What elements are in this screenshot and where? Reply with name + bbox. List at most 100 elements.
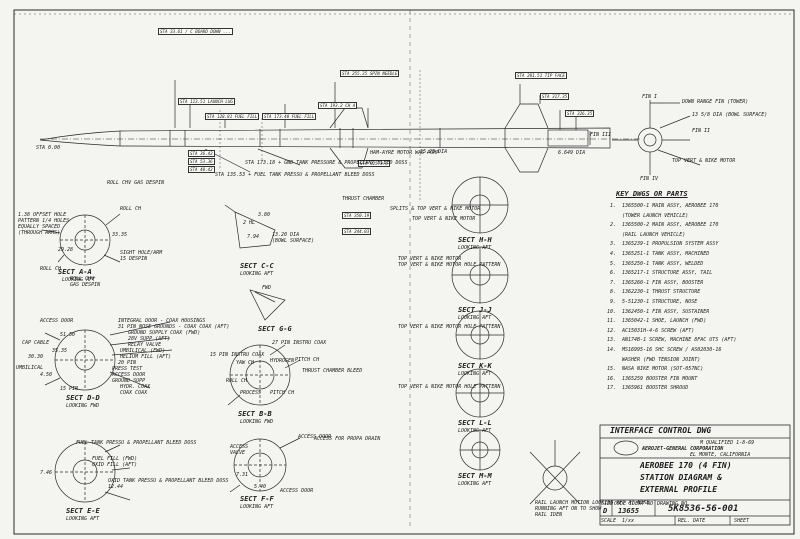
- sect-jj-sub: LOOKING AFT: [458, 315, 492, 321]
- motor-label: HAM-AYRE MOTOR WAS PUMP: [370, 150, 440, 156]
- key-dwg-item: WASHER (FWD TENSION JOINT): [604, 357, 700, 363]
- section-note-aa: 33.35: [112, 232, 128, 238]
- key-dwg-item-number: 1.: [609, 203, 616, 209]
- section-note-mm: RUNNING AFT ON TO SHOW: [535, 506, 602, 512]
- section-note-aa: ROLL CHV: [70, 276, 95, 282]
- key-dwg-item-number: 17.: [606, 385, 616, 392]
- fuel-tank-bleed-note: STA 135.53 + FUEL TANK PRESSU & PROPELLA…: [215, 172, 375, 178]
- fin-view-label-1: DOWN RANGE FIN (TOWER): [682, 99, 749, 105]
- key-dwg-item: 2. 1365500-2 MAIN ASSY, AEROBEE 170: [604, 222, 718, 228]
- company-name: AEROJET-GENERAL CORPORATION: [642, 446, 724, 452]
- section-note-dd: COAX COAX: [120, 390, 148, 396]
- sect-mm-title: SECT M-M: [458, 472, 492, 480]
- approval-note: M QUALIFIED 1-8-69: [700, 440, 755, 446]
- section-note-ee: OXID TANK PRESSU & PROPELLANT BLEED DOSS: [108, 478, 229, 484]
- section-note-aa: ROLL CH: [40, 266, 62, 272]
- sect-ee-sub: LOOKING AFT: [66, 516, 100, 522]
- key-dwg-item-text: 1365260-1 FIN ASSY, BOOSTER: [622, 279, 704, 286]
- section-note-hh: SPLITS & TOP VERT & NIKE MOTOR: [390, 206, 481, 212]
- key-dwg-item-number: 2.: [609, 222, 616, 229]
- section-note-cc: 13.20 DIA: [272, 232, 300, 238]
- fin-view-label-2: 13 5/8 DIA (BOWL SURFACE): [692, 112, 768, 118]
- section-note-aa: 1.38 OFFSET HOLE: [18, 212, 67, 218]
- key-dwg-item: (RAIL LAUNCH VEHICLE): [604, 232, 685, 238]
- section-ff-geometry: [229, 437, 301, 493]
- section-note-ee: 12.44: [108, 484, 124, 490]
- section-note-mm: RAIL LAUNCH MOTION LOOKING AFT AT NIKE: [535, 500, 650, 506]
- section-note-dd: 35.35: [52, 348, 68, 354]
- section-note-dd: 30.30: [28, 354, 44, 360]
- sta-callout-2: STA 113.51 LAUNCH LUG: [178, 98, 235, 105]
- sta-325-label: STA 325.3.6: [358, 160, 390, 167]
- section-note-cc: (BOWL SURFACE): [272, 238, 315, 244]
- section-ll-geometry: [455, 368, 505, 418]
- key-dwgs-title: KEY DWGS OR PARTS: [616, 190, 688, 198]
- key-dwg-item-text: 1365042-1 SHOE, LAUNCH (FWD): [622, 318, 707, 325]
- section-note-cc: FWD: [262, 285, 272, 291]
- key-dwg-item-number: 6.: [609, 270, 616, 277]
- section-note-ff: ACCESS DOOR: [280, 488, 314, 494]
- section-note-dd: 51.50: [60, 332, 76, 338]
- rail-launch-view-geometry: [529, 440, 581, 505]
- section-note-aa: 15 DESPIN: [120, 256, 148, 262]
- key-dwg-item: 16.1365259 BOOSTER FIN MOUNT: [604, 376, 697, 382]
- key-dwg-item-number: 7.: [609, 279, 616, 286]
- fin-view-title: FIN I: [642, 94, 658, 100]
- key-dwg-item: 13.AN174B-1 SCREW, MACHINE 8FAC UTS (AFT…: [604, 337, 736, 343]
- section-note-dd: RELAY VALVE: [128, 342, 162, 348]
- sect-bb-sub: LOOKING FWD: [240, 419, 274, 425]
- section-note-dd: HYDR. COAX: [120, 384, 151, 390]
- section-note-aa: PATTERN 1/4 HOLES: [18, 218, 70, 224]
- section-note-bb: PITCH CH: [270, 390, 295, 396]
- key-dwg-item-text: 1365500-2 MAIN ASSY, AEROBEE 170: [622, 222, 719, 229]
- code-ident-value: 13655: [618, 507, 640, 515]
- key-dwg-item: 10.1362450-1 FIN ASSY, SUSTAINER: [604, 309, 709, 315]
- section-note-ee: OXID FILL (AFT): [92, 462, 138, 468]
- key-dwg-item: 8.1362230-1 THRUST STRUCTURE: [604, 289, 700, 295]
- thrust-chamber-label: THRUST CHAMBER: [342, 196, 385, 202]
- key-dwg-item-number: 12.: [606, 327, 616, 334]
- section-note-dd: 4.50: [40, 372, 53, 378]
- key-dwg-item-text: 1362230-1 THRUST STRUCTURE: [622, 289, 701, 296]
- sect-gg-title: SECT G-G: [258, 325, 292, 333]
- diameter-label: 15.25 DIA: [420, 149, 448, 155]
- key-dwg-item-text: 1365259 BOOSTER FIN MOUNT: [622, 375, 698, 382]
- title-line-1: AEROBEE 170 (4 FIN): [640, 461, 732, 470]
- key-dwg-item: 11.1365042-1 SHOE, LAUNCH (FWD): [604, 318, 706, 324]
- sect-ff-title: SECT F-F: [240, 495, 274, 503]
- section-note-dd: GROUND SUPPLY COAX (FWD): [128, 330, 201, 336]
- sta-36-label: STA 36.42: [188, 150, 215, 157]
- section-bb-geometry: [227, 344, 301, 406]
- key-dwg-item: 9.5-51230-1 STRUCTURE, NOSE: [604, 299, 697, 305]
- key-dwg-item-number: 4.: [609, 251, 616, 257]
- key-dwg-item-text: NASA NIKE MOTOR (SOT-057NC): [622, 366, 704, 373]
- sect-aa-sub: LOOKING AFT: [62, 277, 96, 283]
- section-note-aa: ROLL CHV GAS DESPIN: [107, 180, 165, 186]
- section-note-bb: 15 PIN INSTRU COAX: [210, 352, 265, 358]
- section-note-aa: EQUALLY SPACED: [18, 224, 61, 230]
- key-dwg-item-number: 5.: [609, 260, 616, 267]
- drawing-no-label: DRAWING NO: [657, 501, 688, 507]
- section-note-aa: GAS DESPIN: [70, 282, 101, 288]
- key-dwg-item-text: 5-51230-1 STRUCTURE, NOSE: [622, 299, 698, 305]
- key-dwg-item: 7. 1365260-1 FIN ASSY, BOOSTER: [604, 280, 703, 286]
- code-ident-label: CODE IDENT NO: [614, 501, 654, 507]
- key-dwg-item: 4.1365251-1 TANK ASSY, MACHINED: [604, 251, 709, 257]
- section-note-dd: PRESS TEST: [112, 366, 143, 372]
- section-note-ll: TOP VERT & NIKE MOTOR HOLE PATTERN: [398, 384, 501, 390]
- key-dwg-item-text: AN174B-1 SCREW, MACHINE 8FAC UTS (AFT): [622, 337, 737, 344]
- key-dwg-item-text: AC15031H-4-6 SCREW (AFT): [622, 327, 695, 334]
- sta-callout-1: STA 33.61 / C BOARD DOWN ...: [158, 28, 233, 35]
- size-value: D: [603, 507, 608, 515]
- key-dwg-item-number: 15.: [606, 366, 616, 373]
- section-note-ff: 5.40: [254, 484, 267, 490]
- sect-kk-title: SECT K-K: [458, 362, 492, 370]
- section-note-dd: 15 PIN: [60, 386, 79, 392]
- sta-callout-8: STA 317.35: [540, 93, 570, 100]
- key-dwg-item-text: 1365500-1 MAIN ASSY, AEROBEE 170: [622, 203, 719, 209]
- sta-callout-5: STA 193.2 CH A: [318, 102, 358, 109]
- key-dwg-item: 1. 1365500-1 MAIN ASSY, AEROBEE 170: [604, 203, 718, 209]
- section-note-bb: PITCH CH: [295, 357, 320, 363]
- key-dwg-item-number: 10.: [606, 308, 616, 315]
- key-dwg-item: 3.1365239-1 PROPULSION SYSTEM ASSY: [604, 241, 718, 247]
